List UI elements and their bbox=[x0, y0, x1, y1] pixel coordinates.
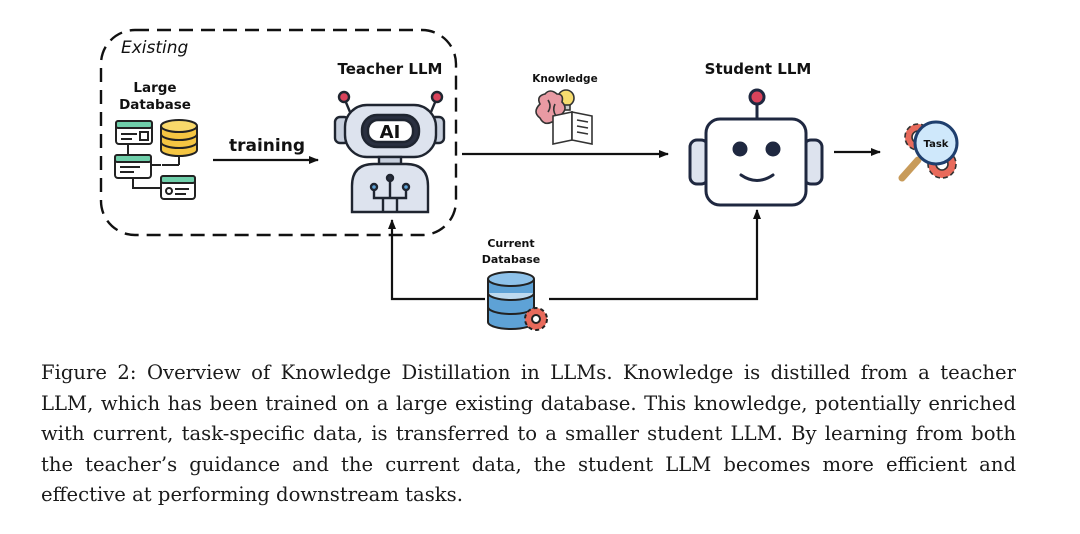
training-label: training bbox=[229, 136, 305, 156]
current-to-student-arrow bbox=[549, 209, 761, 301]
current-database-label-line2: Database bbox=[482, 253, 541, 266]
knowledge-distillation-diagram: Existing Large Database bbox=[99, 28, 959, 331]
knowledge-label: Knowledge bbox=[532, 73, 597, 85]
database-icon bbox=[160, 119, 198, 166]
magnifier-gear-icon: Task bbox=[898, 120, 959, 182]
data-cards-icon bbox=[114, 120, 196, 200]
current-database-label-line1: Current bbox=[487, 237, 534, 250]
robot-student-icon bbox=[688, 88, 824, 207]
database-gear-icon bbox=[487, 271, 548, 331]
current-to-teacher-arrow bbox=[388, 219, 485, 301]
student-label: Student LLM bbox=[705, 60, 812, 78]
large-database-label-line2: Database bbox=[119, 97, 191, 113]
brain-book-icon bbox=[535, 89, 593, 145]
task-label: Task bbox=[924, 139, 949, 150]
existing-label: Existing bbox=[121, 38, 189, 58]
figure-caption: Figure 2: Overview of Knowledge Distilla… bbox=[41, 361, 1016, 506]
large-database-label-line1: Large bbox=[133, 80, 176, 96]
teacher-screen-text: AI bbox=[380, 122, 401, 143]
robot-teacher-icon: AI bbox=[333, 90, 446, 214]
existing-region bbox=[99, 28, 458, 237]
large-database-icon bbox=[114, 119, 198, 200]
teacher-label: Teacher LLM bbox=[338, 60, 443, 78]
